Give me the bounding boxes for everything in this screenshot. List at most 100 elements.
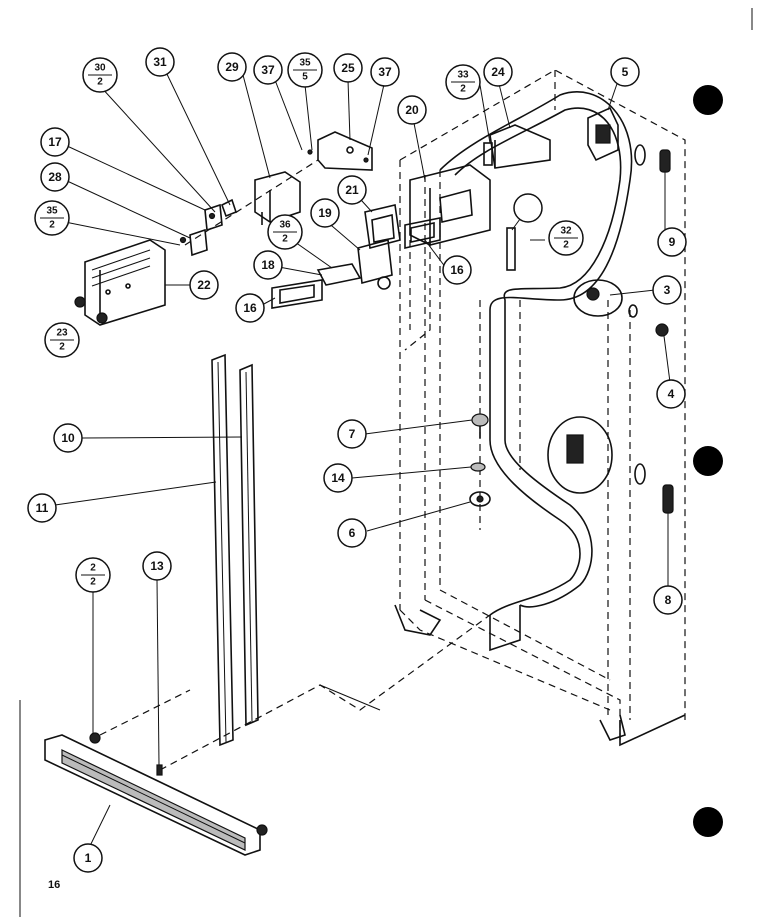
- wire-harness: [439, 91, 633, 616]
- svg-text:36: 36: [279, 220, 291, 231]
- callout-11: 11: [27, 493, 57, 523]
- svg-text:14: 14: [331, 471, 345, 485]
- callout-16-right: 16: [442, 255, 472, 285]
- screw-grille-right: [256, 824, 268, 836]
- svg-text:2: 2: [59, 342, 65, 353]
- callout-18: 18: [253, 250, 283, 280]
- svg-text:35: 35: [46, 206, 58, 217]
- svg-text:3: 3: [664, 283, 671, 297]
- svg-text:2: 2: [90, 577, 96, 588]
- clip-33: [483, 142, 493, 166]
- assembly-line-screw: [99, 689, 191, 736]
- washer-14: [470, 462, 486, 472]
- callout-22: 22: [189, 270, 219, 300]
- actuator-19: [357, 238, 393, 290]
- callout-37-right: 37: [370, 57, 400, 87]
- punch-hole-middle: [693, 446, 723, 476]
- page-number: 16: [48, 879, 60, 891]
- callout-6: 6: [337, 518, 367, 548]
- bracket-17: [204, 203, 223, 232]
- svg-text:29: 29: [225, 60, 239, 74]
- callout-35-2: 35 2: [34, 200, 70, 236]
- pad-16-left: [271, 279, 323, 309]
- cap-4: [655, 323, 669, 337]
- callout-35-5: 35 5: [287, 52, 323, 88]
- callout-9: 9: [657, 227, 687, 257]
- svg-text:2: 2: [282, 234, 288, 245]
- svg-text:18: 18: [261, 258, 275, 272]
- grille-1: [44, 734, 261, 856]
- svg-text:7: 7: [349, 427, 356, 441]
- callout-14: 14: [323, 463, 353, 493]
- svg-text:19: 19: [318, 206, 332, 220]
- callout-1: 1: [73, 843, 103, 873]
- assembly-line-lower: [159, 614, 491, 771]
- dispenser-cover: [84, 239, 166, 326]
- svg-text:9: 9: [669, 235, 676, 249]
- screw-23: [74, 296, 108, 324]
- svg-text:17: 17: [48, 135, 62, 149]
- strip-34: [506, 227, 516, 271]
- bracket-24: [489, 124, 551, 169]
- callout-5: 5: [610, 57, 640, 87]
- bracket-25: [307, 131, 373, 171]
- svg-text:33: 33: [457, 70, 469, 81]
- callout-2-2: 2 2: [75, 557, 111, 593]
- svg-text:37: 37: [261, 63, 275, 77]
- svg-text:28: 28: [48, 170, 62, 184]
- trim-strip-11: [211, 353, 234, 747]
- svg-text:24: 24: [491, 65, 505, 79]
- callout-37-left: 37: [253, 55, 283, 85]
- callout-31: 31: [145, 47, 175, 77]
- svg-text:10: 10: [61, 431, 75, 445]
- callout-28: 28: [40, 162, 70, 192]
- block-6: [469, 491, 491, 507]
- svg-text:32: 32: [560, 226, 572, 237]
- svg-text:8: 8: [665, 593, 672, 607]
- callout-36-2: 36 2: [267, 214, 303, 250]
- svg-text:11: 11: [36, 501, 49, 515]
- svg-text:5: 5: [302, 72, 308, 83]
- cabinet-base: [394, 604, 686, 747]
- callout-34: [513, 193, 543, 223]
- fitting-3: [573, 279, 638, 318]
- screw-2: [89, 732, 101, 744]
- callout-17: 17: [40, 127, 70, 157]
- svg-text:1: 1: [85, 851, 92, 865]
- punch-hole-bottom: [693, 807, 723, 837]
- callout-10: 10: [53, 423, 83, 453]
- callout-32-2: 32 2: [548, 220, 584, 256]
- socket-9: [634, 144, 671, 173]
- callout-4: 4: [656, 379, 686, 409]
- callout-33-2: 33 2: [445, 64, 481, 100]
- chute-20: [409, 164, 491, 246]
- svg-text:30: 30: [94, 63, 106, 74]
- callout-3: 3: [652, 275, 682, 305]
- callout-16-left: 16: [235, 293, 265, 323]
- base-edge-line: [319, 684, 381, 711]
- svg-text:16: 16: [243, 301, 257, 315]
- callout-8: 8: [653, 585, 683, 615]
- callout-19: 19: [310, 198, 340, 228]
- callout-23-2: 23 2: [44, 322, 80, 358]
- svg-text:20: 20: [405, 103, 419, 117]
- svg-text:6: 6: [349, 526, 356, 540]
- svg-text:13: 13: [150, 559, 164, 573]
- svg-text:21: 21: [345, 183, 359, 197]
- cabinet-outline: [399, 69, 686, 740]
- svg-text:16: 16: [450, 263, 464, 277]
- callout-21: 21: [337, 175, 367, 205]
- fitting-7: [471, 413, 489, 438]
- callout-29: 29: [217, 52, 247, 82]
- pad-16-right: [404, 217, 441, 250]
- frame-21: [364, 204, 401, 250]
- svg-text:4: 4: [668, 387, 675, 401]
- callout-20: 20: [397, 95, 427, 125]
- trim-strip-10: [239, 363, 259, 727]
- punch-hole-top: [693, 85, 723, 115]
- switch-8: [547, 416, 674, 514]
- callout-30: 30 2: [82, 57, 118, 93]
- svg-text:5: 5: [622, 65, 629, 79]
- pin-13: [156, 764, 163, 776]
